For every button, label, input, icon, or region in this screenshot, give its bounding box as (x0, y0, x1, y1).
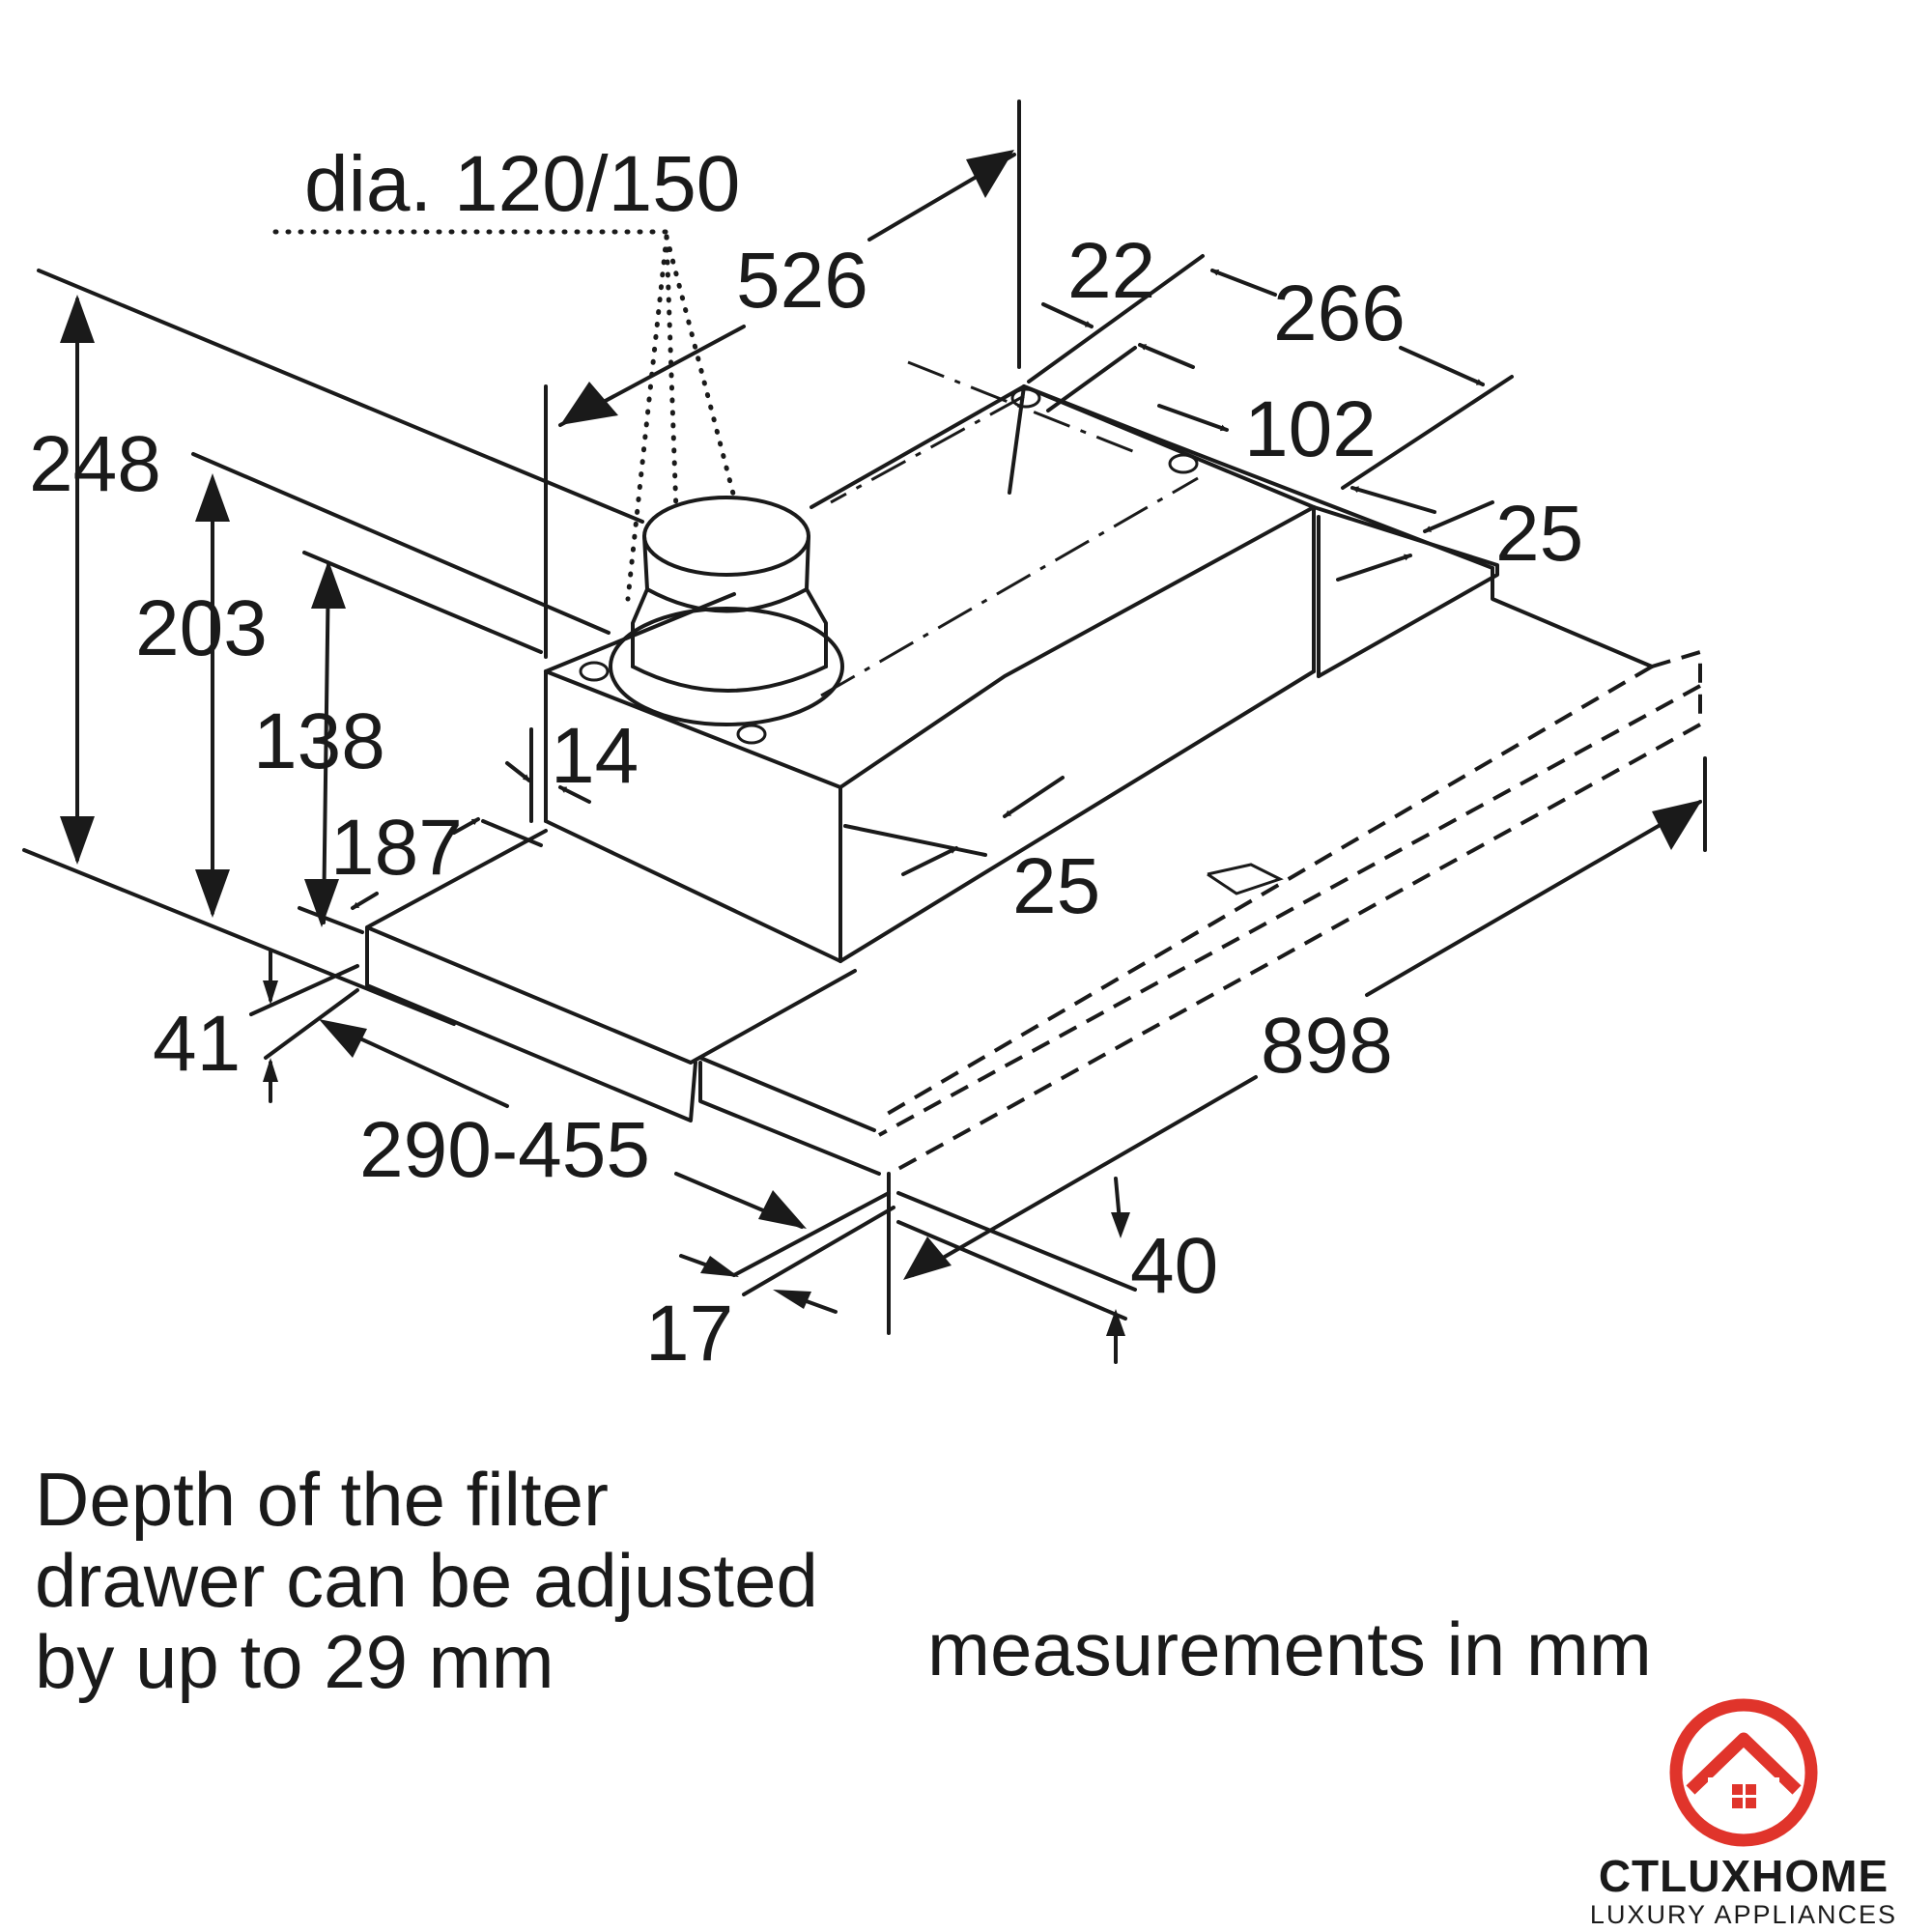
dim-40: 40 (1130, 1222, 1218, 1310)
brand-logo: CTLUXHOME LUXURY APPLIANCES (1565, 1695, 1922, 1929)
dim-526: 526 (736, 237, 868, 325)
filter-drawer-note: Depth of the filter drawer can be adjust… (35, 1457, 818, 1704)
logo-tagline: LUXURY APPLIANCES (1589, 1900, 1898, 1929)
dim-266: 266 (1273, 270, 1406, 357)
dim-248: 248 (29, 420, 161, 508)
dim-898: 898 (1261, 1002, 1393, 1090)
dim-41: 41 (153, 1000, 241, 1088)
dim-102: 102 (1244, 385, 1377, 473)
dim-25-front: 25 (1012, 842, 1100, 930)
dim-25-right: 25 (1495, 490, 1583, 578)
logo-name: CTLUXHOME (1598, 1851, 1889, 1901)
dimension-labels: dia. 120/150 526 22 266 102 25 248 203 1… (29, 140, 1583, 1378)
dim-22: 22 (1067, 227, 1155, 315)
units-note: measurements in mm (927, 1606, 1652, 1691)
dim-203: 203 (135, 584, 268, 672)
hood-body (365, 384, 1654, 1176)
duct-collar (579, 387, 1199, 745)
center-lines (820, 360, 1199, 697)
dim-187: 187 (330, 804, 463, 892)
hood-extension-dashed (878, 649, 1702, 1171)
dim-17: 17 (645, 1290, 733, 1378)
house-icon (1669, 1698, 1818, 1847)
dim-290-455: 290-455 (359, 1106, 650, 1194)
dim-14: 14 (551, 712, 639, 800)
dimension-lines (22, 99, 1707, 1364)
dim-duct-diameter: dia. 120/150 (304, 140, 740, 228)
dim-138: 138 (253, 697, 385, 785)
